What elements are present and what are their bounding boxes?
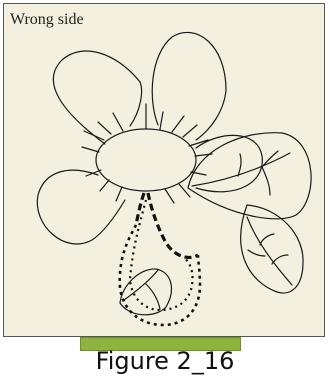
petal-top-right xyxy=(152,32,226,140)
lower-leaf-vein-branch-1 xyxy=(260,234,274,245)
stitch-right-stem xyxy=(148,193,198,257)
inner-leaf xyxy=(120,269,171,315)
upper-leaf xyxy=(188,133,311,219)
stitch-left-stem xyxy=(136,193,144,225)
lower-leaf-vein xyxy=(247,217,292,285)
upper-leaf-vein-branch-2 xyxy=(262,167,270,195)
upper-leaf-vein-branch-1 xyxy=(238,154,241,176)
figure-caption: Figure 2_16 xyxy=(0,347,330,375)
stitch-inner-loop xyxy=(130,200,193,310)
stamen-rays xyxy=(82,104,212,203)
inner-leaf-vein xyxy=(124,270,158,300)
upper-leaf-vein-branch-3 xyxy=(262,151,278,167)
lower-leaf xyxy=(241,205,303,293)
flower-center xyxy=(96,129,196,191)
lower-leaf-vein-branch-2 xyxy=(248,250,265,256)
stitch-outer-loop xyxy=(120,225,200,325)
petal-top-left xyxy=(53,51,141,144)
flower-drawing xyxy=(0,0,330,340)
inner-leaf-vein-branch-1 xyxy=(146,284,160,309)
petal-left xyxy=(37,170,125,244)
